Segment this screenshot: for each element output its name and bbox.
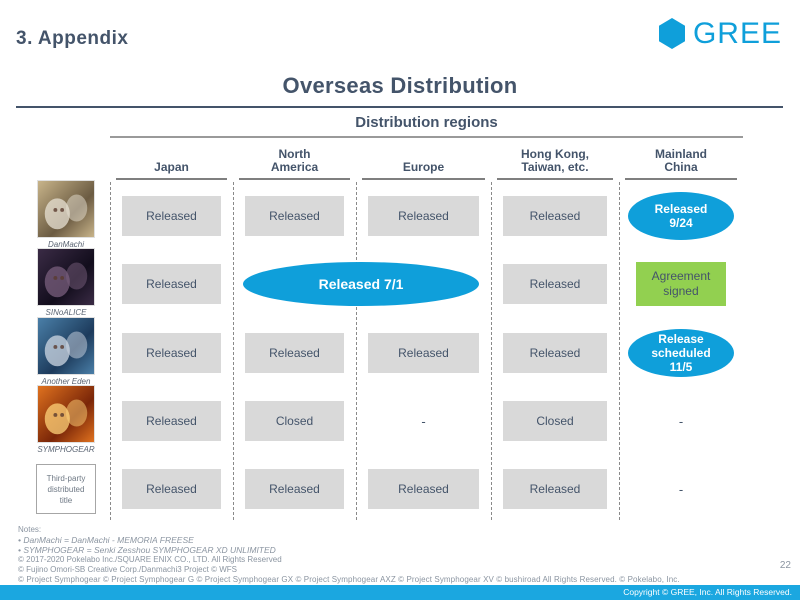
note-line-5: © Project Symphogear © Project Symphogea… xyxy=(18,575,680,584)
status-cell-label: Released xyxy=(398,482,449,496)
title-divider xyxy=(16,106,783,108)
status-cell-label: Released xyxy=(398,209,449,223)
status-badge-wide-label: Released 7/1 xyxy=(318,276,404,292)
column-divider xyxy=(356,182,357,520)
game-title-label: Another Eden xyxy=(41,377,91,386)
game-thumbnail-cell: SYMPHOGEAR xyxy=(37,385,95,454)
status-cell-label: Released xyxy=(146,277,197,291)
column-header-label: Europe xyxy=(402,160,445,174)
note-line-4: © Fujino Omori-SB Creative Corp./Danmach… xyxy=(18,565,237,574)
status-cell: Released xyxy=(122,264,221,304)
column-header-europe: Europe xyxy=(356,142,491,174)
status-cell-empty: - xyxy=(678,413,684,429)
status-cell: Released xyxy=(122,401,221,441)
game-thumbnail-cell: SINoALICE xyxy=(37,248,95,317)
column-divider xyxy=(110,182,111,520)
status-cell-empty: - xyxy=(678,481,684,497)
notes-block: Notes: • DanMachi = DanMachi - MEMORIA F… xyxy=(18,525,758,585)
status-cell-label: Released xyxy=(269,346,320,360)
status-cell-label: Released xyxy=(529,346,581,360)
column-header-hong-kong-taiwan: Hong Kong,Taiwan, etc. xyxy=(491,142,619,174)
column-header-label: Hong Kong,Taiwan, etc. xyxy=(521,147,589,174)
page-number: 22 xyxy=(779,560,791,571)
footer-copyright: Copyright © GREE, Inc. All Rights Reserv… xyxy=(623,587,792,597)
status-cell: Released xyxy=(122,196,221,236)
status-cell-label: Closed xyxy=(536,414,574,428)
status-badge-wide: Released 7/1 xyxy=(243,262,479,306)
column-header-label: Japan xyxy=(154,160,189,174)
column-underline xyxy=(116,178,227,180)
column-divider xyxy=(491,182,492,520)
brand-name: GREE xyxy=(692,16,782,50)
status-cell-label: Released xyxy=(146,346,197,360)
status-cell: Released xyxy=(122,469,221,509)
slide-title: Overseas Distribution xyxy=(282,73,518,98)
column-divider xyxy=(233,182,234,520)
column-underline xyxy=(497,178,613,180)
game-title-label: SINoALICE xyxy=(45,308,87,317)
column-divider xyxy=(619,182,620,520)
status-cell: Released xyxy=(503,333,607,373)
status-cell-label: Released xyxy=(269,482,320,496)
status-cell: Released xyxy=(368,196,479,236)
notes-heading: Notes: xyxy=(18,525,42,534)
symphogear-thumbnail xyxy=(37,385,95,443)
gree-hexagon-icon xyxy=(658,18,685,49)
sinoalice-thumbnail xyxy=(37,248,95,306)
footer-bar: Copyright © GREE, Inc. All Rights Reserv… xyxy=(0,585,800,600)
status-cell-label: Released xyxy=(146,209,197,223)
status-cell-label: Released xyxy=(529,277,581,291)
status-cell: Closed xyxy=(503,401,607,441)
another-eden-thumbnail xyxy=(37,317,95,375)
status-cell-label: Released xyxy=(529,482,581,496)
status-cell-label: Released xyxy=(269,209,320,223)
status-cell-label: Released xyxy=(146,482,197,496)
status-cell-label: Released xyxy=(146,414,197,428)
status-cell: Released xyxy=(245,469,344,509)
status-cell: Released xyxy=(503,469,607,509)
game-thumbnail-cell: DanMachi xyxy=(37,180,95,249)
gree-logo: GREE xyxy=(658,18,782,49)
note-line-2: • SYMPHOGEAR = Senki Zesshou SYMPHOGEAR … xyxy=(18,545,276,555)
danmachi-thumbnail xyxy=(37,180,95,238)
status-cell-label: Released xyxy=(529,209,581,223)
status-cell: Released xyxy=(503,196,607,236)
column-underline xyxy=(239,178,350,180)
status-cell: Released xyxy=(245,333,344,373)
distribution-regions-header: Distribution regions xyxy=(355,114,498,131)
status-cell-empty: - xyxy=(421,413,426,429)
status-cell-label: Released xyxy=(398,346,449,360)
status-cell: Released xyxy=(368,333,479,373)
game-title-label: SYMPHOGEAR xyxy=(37,445,95,454)
status-cell: Released xyxy=(503,264,607,304)
status-cell: Closed xyxy=(245,401,344,441)
column-underline xyxy=(625,178,737,180)
status-cell: Released xyxy=(368,469,479,509)
note-line-1: • DanMachi = DanMachi - MEMORIA FREESE xyxy=(18,535,194,545)
column-underline xyxy=(362,178,485,180)
regions-divider xyxy=(110,136,743,138)
game-thumbnail-cell: Another Eden xyxy=(37,317,95,386)
status-cell-label: Closed xyxy=(275,414,314,428)
page-title: 3. Appendix xyxy=(16,28,129,49)
status-cell: Released xyxy=(122,333,221,373)
status-cell: Released xyxy=(245,196,344,236)
column-header-japan: Japan xyxy=(110,142,233,174)
game-title-label: DanMachi xyxy=(47,240,84,249)
note-line-3: © 2017-2020 Pokelabo Inc./SQUARE ENIX CO… xyxy=(18,555,282,564)
